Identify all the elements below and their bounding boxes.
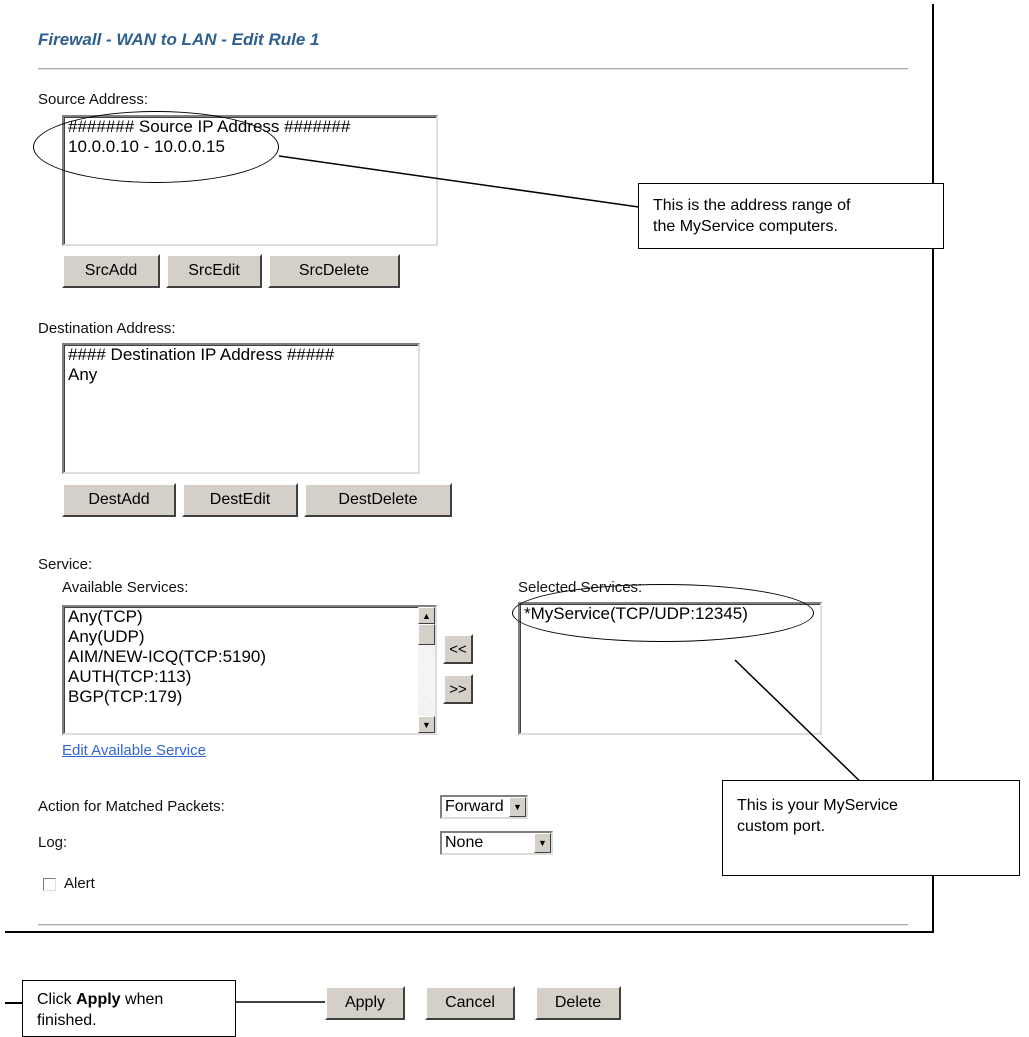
dest-delete-button[interactable]: DestDelete	[304, 483, 452, 517]
page-frame	[5, 4, 934, 933]
dest-add-button[interactable]: DestAdd	[62, 483, 176, 517]
chevron-down-icon[interactable]: ▼	[509, 797, 526, 817]
source-range-highlight	[33, 111, 279, 183]
callout-bold-text: Apply	[76, 991, 121, 1008]
selected-service-highlight	[512, 584, 814, 642]
scroll-up-icon[interactable]: ▲	[418, 607, 435, 624]
callout-text: when	[120, 991, 164, 1008]
log-label: Log:	[38, 834, 68, 851]
callout-line: custom port.	[737, 818, 826, 835]
dest-edit-button[interactable]: DestEdit	[182, 483, 298, 517]
destination-address-list[interactable]: #### Destination IP Address ##### Any	[62, 343, 420, 474]
available-services-scrollbar[interactable]: ▲ ▼	[418, 607, 435, 733]
action-select-value: Forward	[445, 798, 504, 815]
delete-button[interactable]: Delete	[535, 986, 621, 1020]
apply-callout: Click Apply when finished.	[22, 980, 236, 1037]
list-item[interactable]: AIM/NEW-ICQ(TCP:5190)	[68, 647, 267, 666]
alert-label: Alert	[64, 875, 95, 892]
scroll-down-icon[interactable]: ▼	[418, 716, 435, 733]
title-divider	[38, 68, 908, 70]
log-select-value: None	[445, 834, 484, 851]
list-item[interactable]: #### Destination IP Address #####	[68, 345, 335, 364]
chevron-down-icon[interactable]: ▼	[534, 833, 551, 853]
callout-line: This is the address range of	[653, 197, 851, 214]
available-services-label: Available Services:	[62, 579, 189, 596]
callout-text: Click	[37, 991, 77, 1008]
address-range-callout: This is the address range of the MyServi…	[638, 183, 944, 249]
src-delete-button[interactable]: SrcDelete	[268, 254, 400, 288]
available-services-list[interactable]: Any(TCP) Any(UDP) AIM/NEW-ICQ(TCP:5190) …	[62, 605, 437, 735]
page-title: Firewall - WAN to LAN - Edit Rule 1	[38, 30, 320, 49]
callout-line: the MyService computers.	[653, 218, 838, 235]
apply-button[interactable]: Apply	[325, 986, 405, 1020]
src-add-button[interactable]: SrcAdd	[62, 254, 160, 288]
edit-available-service-link[interactable]: Edit Available Service	[62, 742, 206, 759]
callout-line: finished.	[37, 1012, 97, 1029]
log-select[interactable]: None ▼	[440, 831, 553, 855]
list-item[interactable]: Any(UDP)	[68, 627, 145, 646]
callout-line: This is your MyService	[737, 797, 898, 814]
action-select[interactable]: Forward ▼	[440, 795, 528, 819]
src-edit-button[interactable]: SrcEdit	[166, 254, 262, 288]
destination-address-label: Destination Address:	[38, 320, 176, 337]
custom-port-callout: This is your MyService custom port.	[722, 780, 1020, 876]
move-right-button[interactable]: >>	[443, 674, 473, 704]
list-item[interactable]: BGP(TCP:179)	[68, 687, 183, 706]
source-address-label: Source Address:	[38, 91, 149, 108]
cancel-button[interactable]: Cancel	[425, 986, 515, 1020]
action-label: Action for Matched Packets:	[38, 798, 225, 815]
bottom-divider	[38, 924, 908, 926]
list-item[interactable]: AUTH(TCP:113)	[68, 667, 192, 686]
service-label: Service:	[38, 556, 93, 573]
list-item[interactable]: Any(TCP)	[68, 607, 143, 626]
alert-checkbox[interactable]	[43, 878, 56, 891]
move-left-button[interactable]: <<	[443, 634, 473, 664]
list-item[interactable]: Any	[68, 365, 98, 384]
callout-line: Click Apply when	[37, 989, 221, 1010]
scroll-thumb[interactable]	[418, 624, 435, 645]
